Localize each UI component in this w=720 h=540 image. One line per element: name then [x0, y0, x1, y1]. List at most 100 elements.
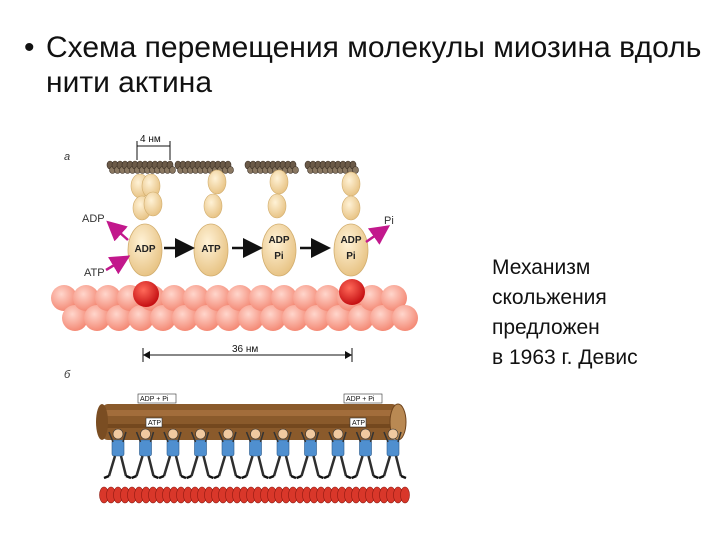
walker-shoe — [153, 474, 159, 480]
left-adp-label: ADP — [82, 213, 105, 225]
walker-figure — [213, 428, 242, 480]
scale-36nm: 36 нм — [142, 344, 353, 362]
walker-arm — [108, 431, 114, 443]
walker-head — [140, 428, 151, 440]
walker-shoe — [213, 474, 220, 480]
actin-monomer — [161, 285, 187, 311]
walker-arm — [177, 431, 182, 443]
walker-arm — [218, 431, 224, 443]
walker-leg — [382, 455, 392, 477]
walker-shoe — [318, 474, 324, 480]
myosin-tails — [106, 160, 359, 174]
actin-monomer — [326, 305, 352, 331]
walker-figure — [158, 428, 187, 480]
atp-tag-box-right — [349, 417, 367, 428]
caption: Механизм скольжения предложен в 1963 г. … — [492, 253, 638, 373]
actin-monomer — [359, 285, 385, 311]
scale-36nm-arrow-left — [143, 351, 150, 359]
walker-shirt — [331, 439, 345, 457]
actin-monomer — [95, 285, 121, 311]
actin-monomer — [106, 305, 132, 331]
walker-arm — [190, 431, 197, 443]
actin-monomer — [84, 305, 110, 331]
left-tag-label: ADP + Pi — [140, 396, 169, 403]
walker-shirt — [249, 439, 262, 457]
atp-tag-label: ATP — [148, 420, 161, 427]
walker-leg — [300, 455, 309, 477]
tail-coil-1 — [227, 166, 234, 174]
walker-shoe — [345, 474, 352, 480]
actin-monomer — [238, 305, 264, 331]
walker-shirt — [276, 439, 290, 457]
walker-leg — [135, 455, 144, 477]
scale-36nm-label: 36 нм — [232, 344, 258, 355]
nucleotide-arrows: ADP ATP Pi — [82, 213, 394, 279]
walker-arm — [273, 431, 279, 443]
walker-shoe — [235, 474, 242, 480]
caption-line-3: предложен — [492, 316, 600, 339]
walker-shoe — [103, 474, 110, 480]
myosin-head-label-2: ATP — [201, 244, 221, 255]
myosin-head-4 — [333, 223, 369, 277]
walker-figure — [323, 428, 352, 480]
scale-4nm: 4 нм — [136, 134, 171, 160]
pi-release-arrow — [365, 225, 391, 245]
walker-head — [360, 428, 371, 440]
walker-shoe — [373, 474, 379, 480]
walker-shirt — [194, 439, 207, 457]
atp-tag-box — [145, 417, 163, 428]
caption-line-1: Механизм — [492, 256, 591, 279]
actin-monomer — [381, 285, 407, 311]
log-grain-2 — [102, 424, 398, 428]
walker-figure — [378, 428, 407, 480]
walker-leg — [394, 455, 403, 477]
walker-figure — [131, 428, 159, 480]
walker-leg — [355, 455, 364, 477]
left-atp-label: ATP — [84, 267, 105, 279]
myosin-head-label-1: ADP — [134, 244, 155, 255]
actin-monomer — [183, 285, 209, 311]
walker-leg — [202, 455, 210, 477]
walker-shirt — [221, 439, 235, 457]
walker-arm — [300, 431, 307, 443]
walker-leg — [162, 455, 172, 477]
walker-arm — [355, 431, 362, 443]
walker-leg — [312, 455, 320, 477]
walker-leg — [245, 455, 254, 477]
actin-monomer — [260, 305, 286, 331]
title-bullet: • — [24, 31, 35, 64]
walker-arm — [314, 431, 320, 443]
left-tag-box — [137, 393, 177, 404]
walker-shirt — [166, 439, 180, 457]
walker-arm — [369, 431, 375, 443]
walker-arm — [149, 431, 155, 443]
walker-leg — [327, 455, 337, 477]
actin-monomer — [282, 305, 308, 331]
walker-arm — [245, 431, 252, 443]
walker-arm — [135, 431, 142, 443]
scale-4nm-label: 4 нм — [140, 134, 161, 145]
walker-leg — [147, 455, 155, 477]
walker-head — [167, 428, 179, 440]
actin-monomer — [293, 285, 319, 311]
right-tag-box — [343, 393, 383, 404]
actin-monomer — [73, 285, 99, 311]
myosin-head-label-4: ADP — [340, 235, 361, 246]
actin-monomer — [227, 285, 253, 311]
walker-head — [195, 428, 206, 440]
walker-shoe — [131, 474, 137, 480]
walker-shoe — [351, 474, 357, 480]
log-grain-1 — [102, 410, 398, 416]
walker-leg — [257, 455, 265, 477]
tail-coil-2 — [292, 166, 299, 174]
walker-arm — [287, 431, 292, 443]
caption-line-4: в 1963 г. Девис — [492, 346, 638, 369]
walker-leg — [190, 455, 199, 477]
walker-shoe — [296, 474, 302, 480]
myosin-neck-bead — [269, 169, 289, 195]
walker-shoe — [241, 474, 247, 480]
rope-segment — [400, 486, 410, 504]
walker-shoe — [378, 474, 385, 480]
walker-figure — [241, 428, 269, 480]
